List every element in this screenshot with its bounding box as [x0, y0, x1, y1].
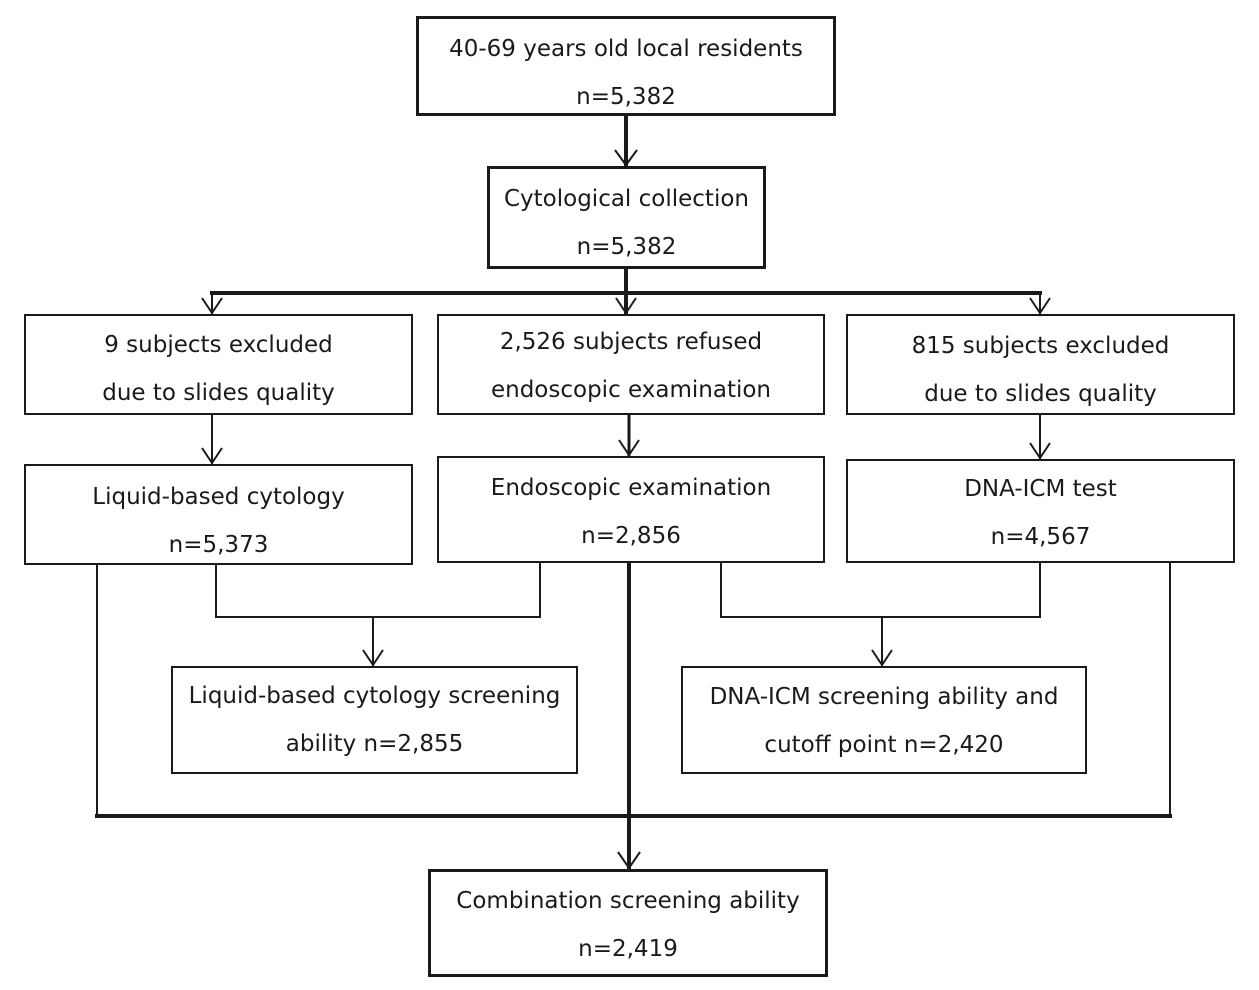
arrowhead-dna — [1029, 442, 1051, 460]
dna-icm-count: n=4,567 — [990, 524, 1091, 550]
dna-icm-test-box: DNA-ICM test n=4,567 — [846, 459, 1235, 563]
excluded-left-line2: due to slides quality — [102, 380, 335, 406]
excluded-right-box: 815 subjects excluded due to slides qual… — [846, 314, 1235, 415]
arrowhead-endoscopic — [618, 439, 640, 457]
arrowhead-refused — [615, 297, 637, 315]
arrowhead-excluded-right — [1029, 297, 1051, 315]
refused-line1: 2,526 subjects refused — [499, 329, 763, 355]
residents-count: n=5,382 — [576, 84, 676, 110]
combination-count: n=2,419 — [578, 936, 678, 962]
arrowhead-lbc-ability — [362, 649, 384, 667]
arrowhead-collection — [614, 149, 638, 167]
refused-line2: endoscopic examination — [490, 377, 772, 403]
arrowhead-combination — [617, 851, 641, 870]
combination-screening-ability-box: Combination screening ability n=2,419 — [428, 869, 828, 977]
excluded-right-line2: due to slides quality — [924, 381, 1157, 407]
excluded-right-line1: 815 subjects excluded — [911, 333, 1170, 359]
combination-label: Combination screening ability — [456, 888, 800, 914]
endoscopic-examination-box: Endoscopic examination n=2,856 — [437, 456, 825, 563]
residents-label: 40-69 years old local residents — [449, 36, 803, 62]
lbc-screening-ability-box: Liquid-based cytology screening ability … — [171, 666, 578, 774]
lbc-count: n=5,373 — [168, 532, 269, 558]
residents-box: 40-69 years old local residents n=5,382 — [416, 16, 836, 116]
collection-label: Cytological collection — [503, 186, 749, 212]
lbc-ability-line2: ability n=2,855 — [285, 731, 464, 757]
connector-lbc-join — [215, 560, 541, 618]
arrowhead-dna-ability — [871, 649, 893, 667]
dna-icm-label: DNA-ICM test — [964, 476, 1117, 502]
arrowhead-excluded-left — [201, 297, 223, 315]
excluded-left-box: 9 subjects excluded due to slides qualit… — [24, 314, 413, 415]
lbc-ability-line1: Liquid-based cytology screening — [188, 683, 561, 709]
lbc-label: Liquid-based cytology — [92, 484, 345, 510]
endoscopic-count: n=2,856 — [581, 523, 681, 549]
endoscopic-label: Endoscopic examination — [490, 475, 772, 501]
dna-ability-line1: DNA-ICM screening ability and — [709, 684, 1059, 710]
dna-icm-screening-ability-box: DNA-ICM screening ability and cutoff poi… — [681, 666, 1087, 774]
collection-count: n=5,382 — [576, 234, 677, 260]
connector-dna-join — [720, 562, 1041, 618]
cytological-collection-box: Cytological collection n=5,382 — [487, 166, 766, 269]
refused-box: 2,526 subjects refused endoscopic examin… — [437, 314, 825, 415]
liquid-based-cytology-box: Liquid-based cytology n=5,373 — [24, 464, 413, 565]
arrowhead-lbc — [201, 447, 223, 465]
dna-ability-line2: cutoff point n=2,420 — [764, 732, 1004, 758]
excluded-left-line1: 9 subjects excluded — [104, 332, 333, 358]
